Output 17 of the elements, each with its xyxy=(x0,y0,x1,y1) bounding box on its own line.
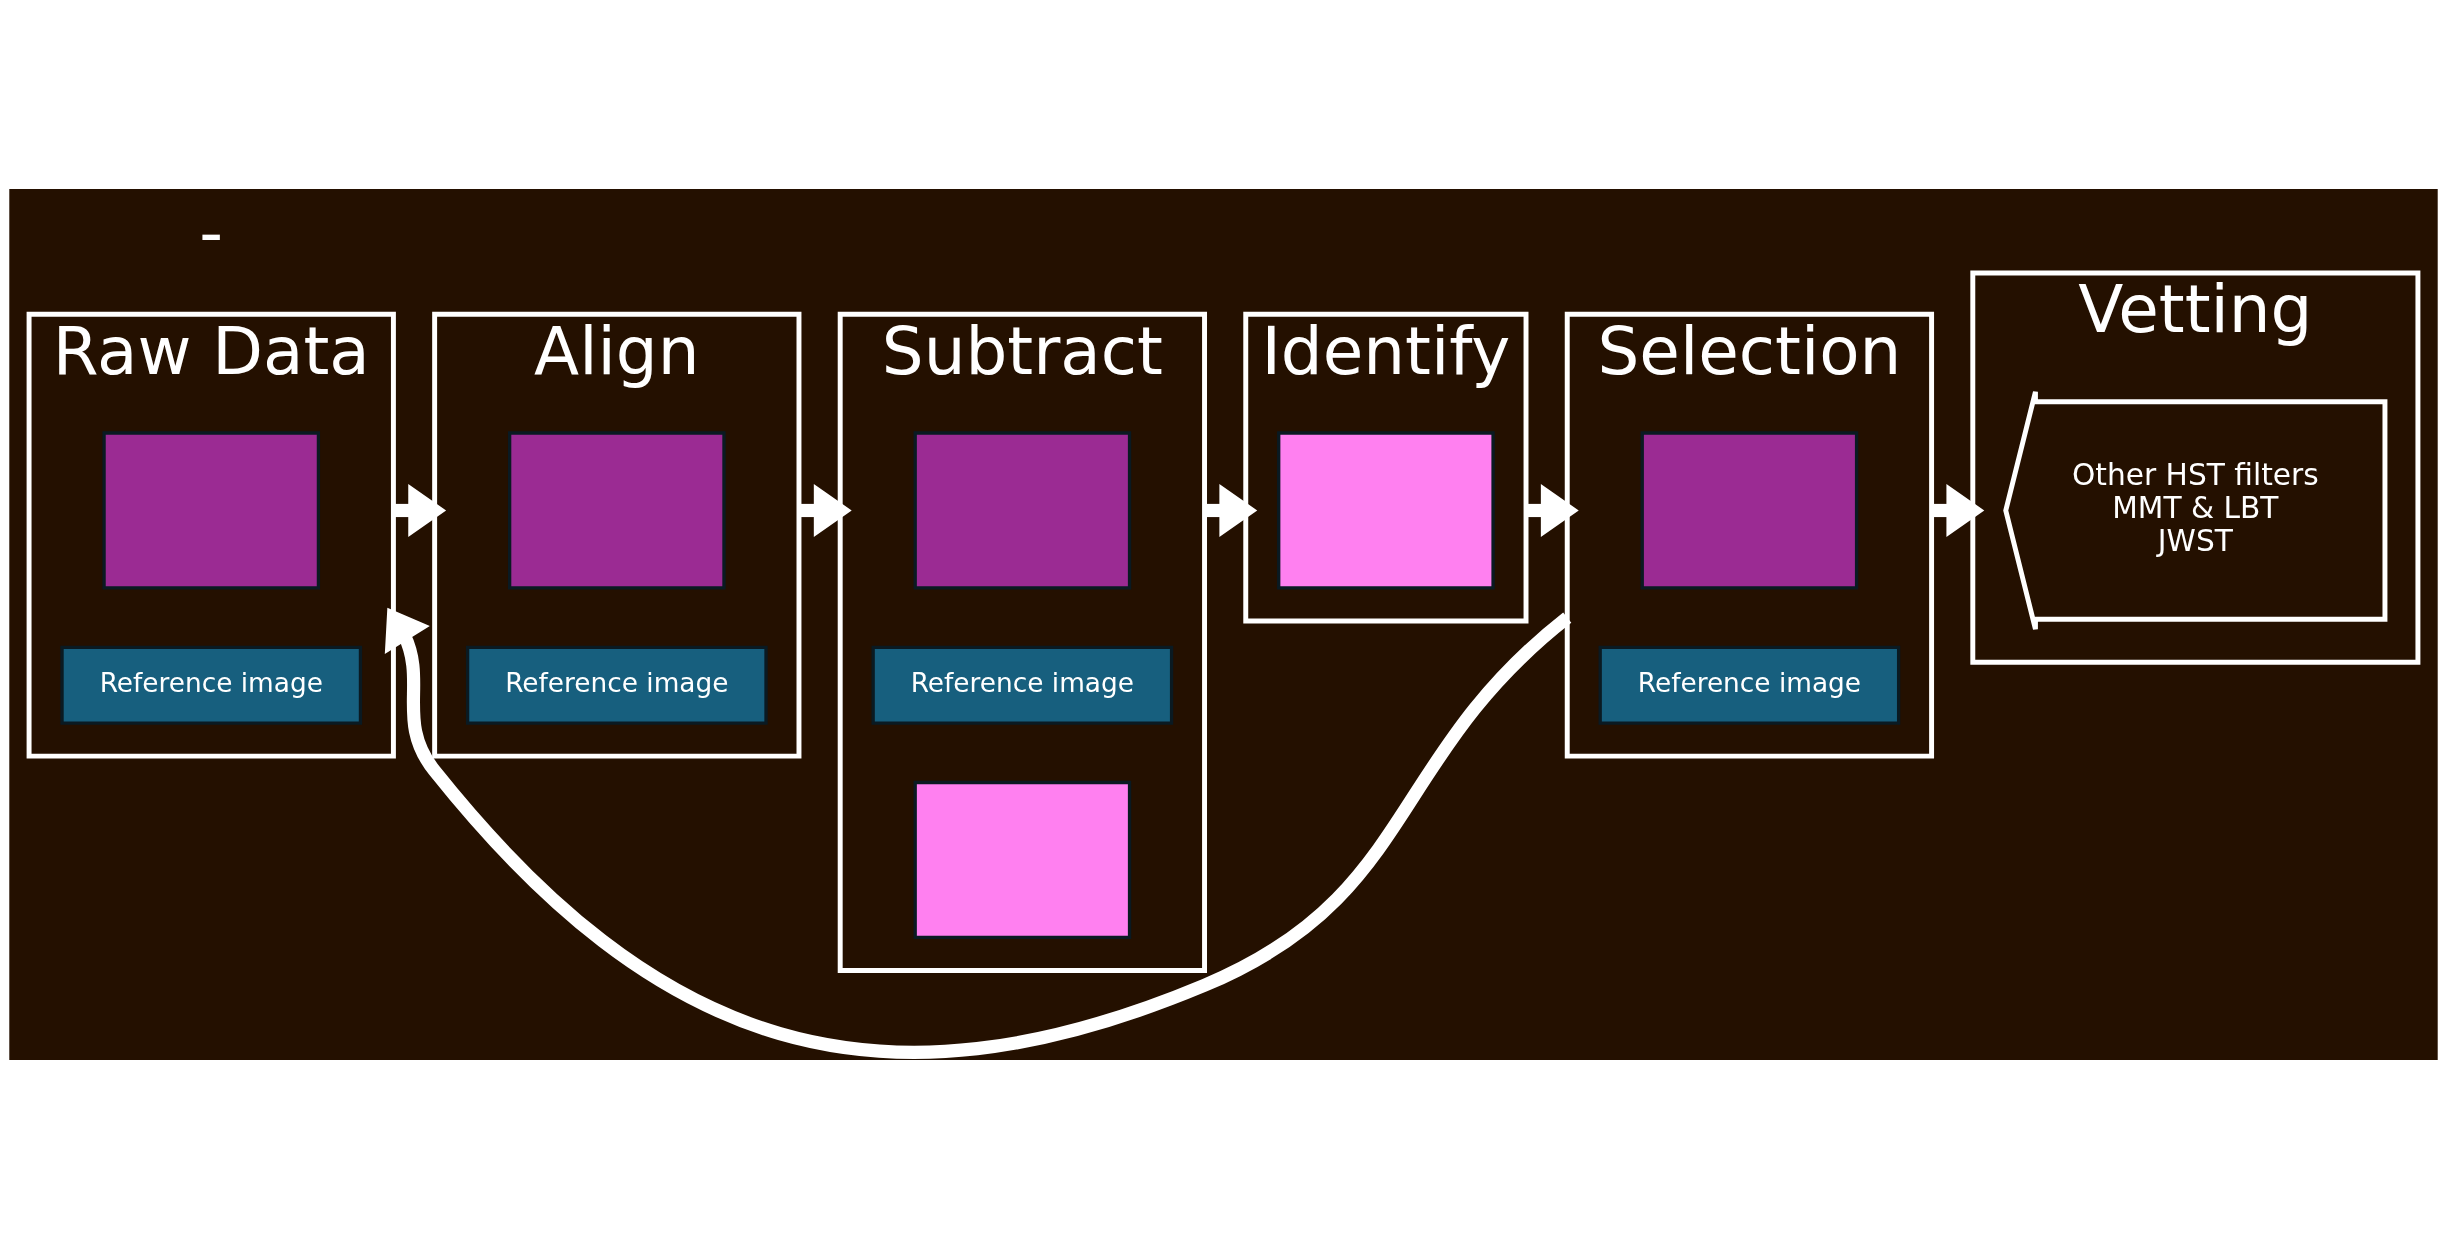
node-box: Reference image xyxy=(465,645,768,725)
cluster: Identify xyxy=(1243,311,1529,623)
node-box xyxy=(1277,430,1495,590)
node-box xyxy=(1640,430,1859,590)
arrow xyxy=(1931,483,1985,537)
node-box: Reference image xyxy=(871,645,1174,725)
node-box: Reference image xyxy=(60,645,363,725)
node-box xyxy=(102,430,321,590)
node-box xyxy=(508,430,726,590)
node-box: Reference image xyxy=(1598,645,1901,725)
label: - xyxy=(199,193,224,271)
arrow xyxy=(799,483,852,537)
arrow xyxy=(393,483,447,537)
arrow xyxy=(1526,483,1579,537)
node-box xyxy=(913,430,1132,590)
node-box xyxy=(913,780,1132,939)
arrow xyxy=(1204,483,1258,537)
